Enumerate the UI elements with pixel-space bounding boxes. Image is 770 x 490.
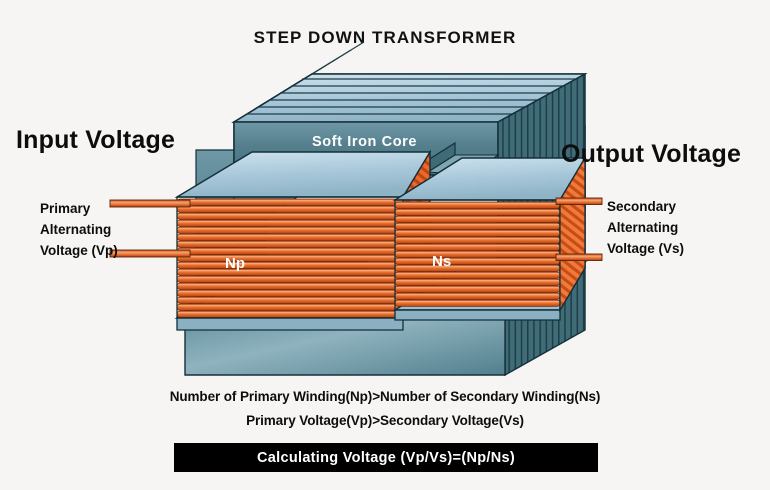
secondary-label-line3: Voltage (Vs)	[607, 241, 685, 256]
primary-leads	[109, 199, 191, 258]
winding-ratio-statement: Number of Primary Winding(Np)>Number of …	[169, 389, 601, 404]
secondary-leads	[555, 197, 603, 261]
secondary-winding-label: Ns	[432, 253, 451, 270]
primary-winding-label: Np	[225, 255, 245, 272]
secondary-label-line1: Secondary	[607, 199, 677, 214]
secondary-winding: Ns	[392, 155, 587, 321]
primary-voltage-label: Primary Alternating Voltage (Vp)	[40, 198, 118, 261]
formula-box: Calculating Voltage (Vp/Vs)=(Np/Ns)	[174, 443, 598, 472]
secondary-voltage-label: Secondary Alternating Voltage (Vs)	[607, 196, 684, 259]
input-voltage-label: Input Voltage	[16, 126, 176, 154]
output-voltage-label: Output Voltage	[561, 140, 742, 168]
primary-label-line3: Voltage (Vp)	[40, 243, 118, 258]
primary-coil-turns	[177, 198, 403, 318]
primary-label-line2: Alternating	[40, 222, 112, 237]
formula-text: Calculating Voltage (Vp/Vs)=(Np/Ns)	[257, 449, 515, 466]
secondary-side-hatch	[559, 155, 586, 313]
primary-label-line1: Primary	[40, 201, 91, 216]
secondary-label-line2: Alternating	[607, 220, 679, 235]
page-title: STEP DOWN TRANSFORMER	[253, 28, 517, 47]
voltage-ratio-statement: Primary Voltage(Vp)>Secondary Voltage(Vs…	[246, 413, 524, 428]
primary-winding: Np	[174, 149, 432, 331]
core-label: Soft Iron Core	[312, 134, 417, 150]
secondary-coil-turns	[394, 201, 561, 307]
